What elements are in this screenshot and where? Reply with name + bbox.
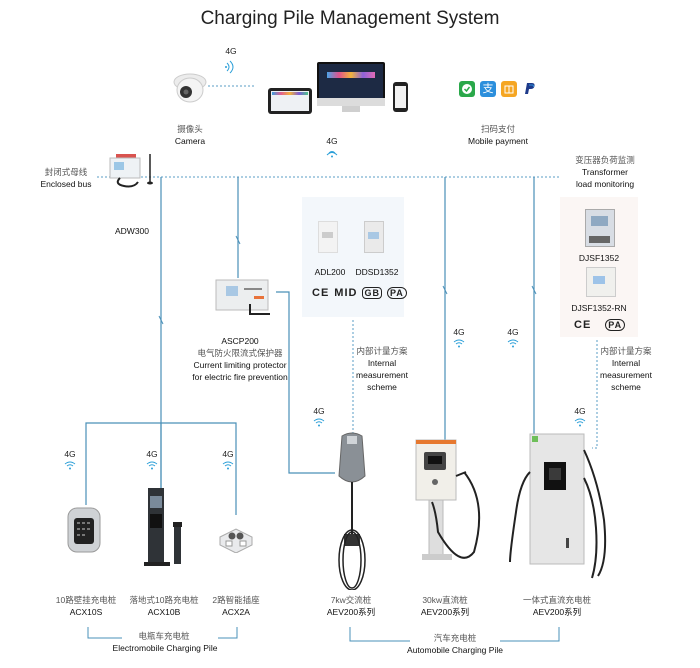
dc-meter-panel: DJSF1352 DJSF1352-RN CE PA xyxy=(560,197,638,337)
enclosed-bus-label-en: Enclosed bus xyxy=(40,179,92,189)
ddsd1352-meter xyxy=(364,221,384,253)
dc-cert-marks: CE PA xyxy=(574,319,626,331)
internal-scheme-ac-en-1: Internal xyxy=(367,358,397,368)
acx10s-signal: 4G xyxy=(64,449,76,459)
dc-integrated-label-cn: 一体式直流充电桩 xyxy=(522,595,591,605)
smartphone-device xyxy=(393,82,408,112)
djsf1352-label: DJSF1352 xyxy=(578,253,620,263)
dc-30kw-charger xyxy=(412,438,494,562)
adw300-label: ADW300 xyxy=(114,226,149,236)
tablet-device xyxy=(268,88,312,114)
automobile-group-en: Automobile Charging Pile xyxy=(407,645,503,655)
wireless-icon xyxy=(574,418,586,427)
adl200-meter xyxy=(318,221,338,253)
internal-scheme-dc-en-2: measurement xyxy=(600,370,652,380)
djsf1352-rn-label: DJSF1352-RN xyxy=(571,303,627,313)
camera-signal-label: 4G xyxy=(225,46,237,56)
ac-7kw-charger xyxy=(332,430,372,591)
electromobile-group-en: Electromobile Charging Pile xyxy=(112,643,218,653)
gb-mark: GB xyxy=(362,287,382,299)
wireless-icon xyxy=(453,339,465,348)
wireless-icon xyxy=(222,461,234,470)
dc30kw-label-cn: 30kw直流桩 xyxy=(422,595,468,605)
enclosed-bus-label-cn: 封闭式母线 xyxy=(44,167,88,177)
breaker-symbol xyxy=(158,235,537,325)
acx10b-label-cn: 落地式10路充电桩 xyxy=(129,595,199,605)
dc30kw-signal: 4G xyxy=(453,327,465,337)
dc-integrated-charger xyxy=(504,432,614,580)
acx10b-charger xyxy=(140,488,188,566)
ascp200-device xyxy=(214,278,276,318)
ac7kw-model: AEV200系列 xyxy=(326,607,376,617)
transformer-label-en-1: Transformer xyxy=(582,167,628,177)
acx2a-socket xyxy=(218,527,254,554)
electromobile-bracket xyxy=(87,627,122,639)
internal-scheme-dc-en-1: Internal xyxy=(611,358,641,368)
acx10b-signal: 4G xyxy=(146,449,158,459)
internal-scheme-ac-en-2: measurement xyxy=(356,370,408,380)
wireless-icon xyxy=(225,60,234,74)
automobile-group-cn: 汽车充电桩 xyxy=(433,633,477,643)
ac-meter-panel: ADL200 DDSD1352 CE MID GB PA xyxy=(302,197,407,317)
dc-integrated-model: AEV200系列 xyxy=(532,607,582,617)
wireless-icon xyxy=(64,461,76,470)
ce-mark: CE xyxy=(312,287,330,299)
alipay-icon: 支 xyxy=(480,81,496,97)
acx2a-label-cn: 2路智能插座 xyxy=(212,595,260,605)
wireless-icon xyxy=(313,418,325,427)
mid-mark: MID xyxy=(334,287,358,299)
ac-cert-marks: CE MID GB PA xyxy=(312,287,407,299)
ce-mark: CE xyxy=(574,319,592,331)
payment-label-en: Mobile payment xyxy=(467,136,528,146)
acx10s-model: ACX10S xyxy=(69,607,103,617)
dc30kw-model: AEV200系列 xyxy=(420,607,470,617)
pa-mark: PA xyxy=(605,319,626,331)
ddsd1352-label: DDSD1352 xyxy=(355,267,399,277)
transformer-label-en-2: load monitoring xyxy=(575,179,635,189)
monitor-device xyxy=(317,62,385,106)
dc-integrated-signal-1: 4G xyxy=(507,327,519,337)
wireless-icon xyxy=(146,461,158,470)
ascp200-label-cn: 电气防火限流式保护器 xyxy=(197,348,283,358)
transformer-label-cn: 变压器负荷监测 xyxy=(575,155,635,165)
payment-label-cn: 扫码支付 xyxy=(480,124,515,134)
ascp200-label-en-1: Current limiting protector xyxy=(193,360,287,370)
internal-scheme-line-dc xyxy=(592,340,598,449)
ascp200-label-en-2: for electric fire prevention xyxy=(192,372,288,382)
internal-scheme-ac-en-3: scheme xyxy=(367,382,397,392)
ac7kw-signal: 4G xyxy=(313,406,325,416)
acx10b-model: ACX10B xyxy=(147,607,181,617)
internal-scheme-dc-en-3: scheme xyxy=(611,382,641,392)
pa-mark: PA xyxy=(386,287,407,299)
platform-signal-label: 4G xyxy=(326,136,338,146)
wireless-icon xyxy=(507,339,519,348)
camera-label-cn: 摄像头 xyxy=(177,124,203,134)
camera-label-en: Camera xyxy=(174,136,206,146)
wireless-icon xyxy=(326,151,338,158)
diagram-title: Charging Pile Management System xyxy=(200,8,500,29)
union-pay-icon xyxy=(501,81,517,97)
acx10s-label-cn: 10路壁挂充电桩 xyxy=(55,595,117,605)
monitor-stand xyxy=(342,106,360,112)
dc-integrated-signal-2: 4G xyxy=(574,406,586,416)
adw300-meter xyxy=(108,152,154,188)
ascp200-model: ASCP200 xyxy=(221,336,259,346)
camera-device xyxy=(172,70,210,106)
acx2a-signal: 4G xyxy=(222,449,234,459)
djsf1352-rn-meter xyxy=(586,267,616,297)
paypal-icon xyxy=(522,81,538,97)
acx10s-charger xyxy=(66,506,102,554)
internal-scheme-ac-cn: 内部计量方案 xyxy=(356,346,408,356)
automobile-bracket xyxy=(349,627,410,642)
acx2a-model: ACX2A xyxy=(222,607,250,617)
adl200-label: ADL200 xyxy=(314,267,346,277)
electromobile-group-cn: 电瓶车充电桩 xyxy=(138,631,190,641)
ac7kw-label-cn: 7kw交流桩 xyxy=(330,595,372,605)
djsf1352-meter xyxy=(585,209,615,247)
wechat-pay-icon xyxy=(459,81,475,97)
ascp-to-ac-line xyxy=(276,291,335,474)
internal-scheme-dc-cn: 内部计量方案 xyxy=(600,346,652,356)
